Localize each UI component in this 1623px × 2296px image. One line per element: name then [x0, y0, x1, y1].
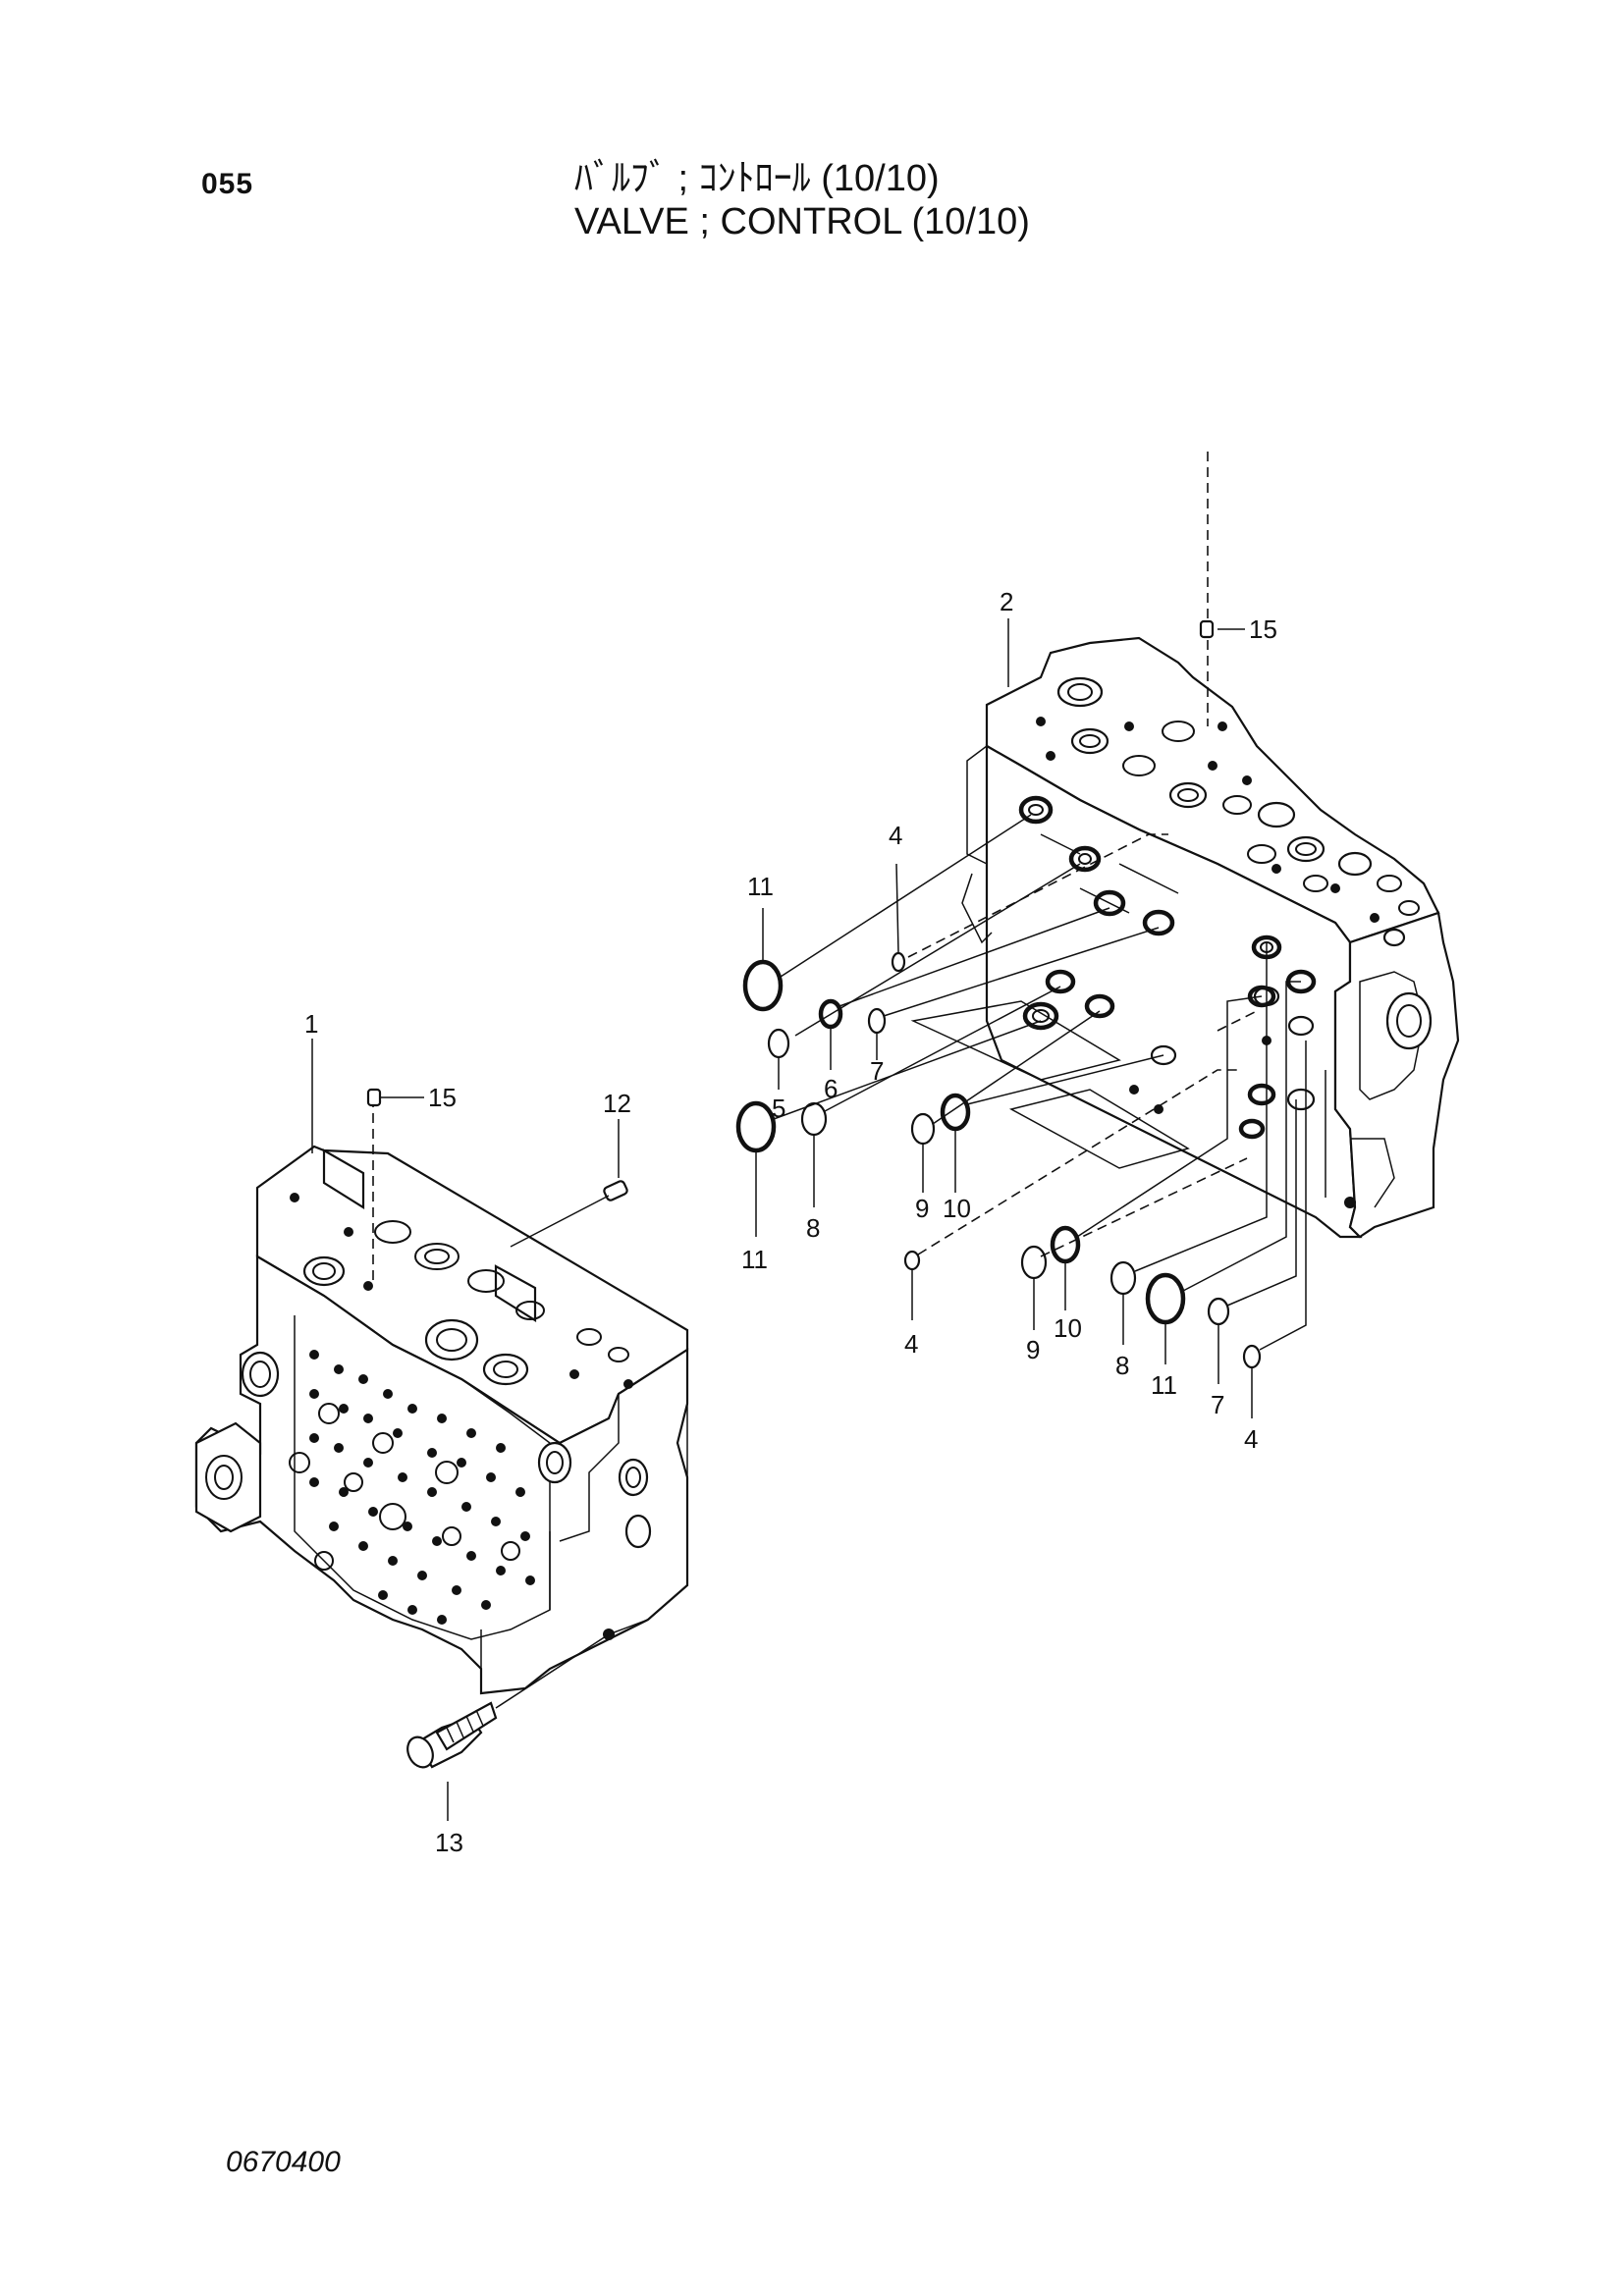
callout-4-lower-left: 4	[904, 1329, 918, 1359]
callout-8-lower: 8	[1115, 1351, 1129, 1380]
callout-15-upper: 15	[1249, 614, 1277, 644]
callout-9-lower: 9	[1026, 1335, 1040, 1364]
page-title-japanese: ﾊﾞﾙﾌﾞ ; ｺﾝﾄﾛｰﾙ (10/10)	[574, 158, 940, 199]
callout-11-upper: 11	[747, 872, 774, 901]
page-title-english: VALVE ; CONTROL (10/10)	[574, 201, 1030, 242]
callout-5: 5	[772, 1094, 785, 1123]
callout-4-lower-right: 4	[1244, 1424, 1258, 1454]
callout-10-upper: 10	[943, 1194, 971, 1223]
bolt-part-13	[406, 1633, 610, 1769]
drawing-number: 0670400	[226, 2146, 341, 2178]
callout-7-lower: 7	[1211, 1390, 1224, 1419]
plug-part-15a	[1199, 619, 1215, 639]
callout-9-upper: 9	[915, 1194, 929, 1223]
o-rings-and-seals	[372, 452, 1317, 1369]
callout-15-lower: 15	[428, 1083, 457, 1112]
callout-13: 13	[435, 1828, 463, 1857]
pin-part-12	[510, 1180, 628, 1248]
callout-12: 12	[603, 1089, 631, 1118]
plug-part-15b	[366, 1088, 382, 1107]
callout-4-upper: 4	[889, 821, 902, 850]
port-holes	[289, 1350, 535, 1625]
leader-lines	[311, 618, 1253, 1821]
callout-7-upper: 7	[870, 1056, 884, 1086]
valve-block-part-2	[961, 636, 1460, 1239]
callout-2: 2	[1000, 587, 1013, 616]
callout-11-lower: 11	[1151, 1370, 1177, 1400]
callout-6: 6	[824, 1074, 838, 1103]
page-number: 055	[201, 168, 254, 200]
callout-10-lower: 10	[1054, 1313, 1082, 1343]
callout-1: 1	[304, 1009, 318, 1039]
valve-block-part-1	[194, 1145, 689, 1695]
callout-labels: 1 2 15 15 12 13 11 4 5 6 7 11 8 9 10 4 9…	[304, 587, 1277, 1857]
callout-8-upper: 8	[806, 1213, 820, 1243]
callout-11-middle: 11	[741, 1245, 768, 1274]
